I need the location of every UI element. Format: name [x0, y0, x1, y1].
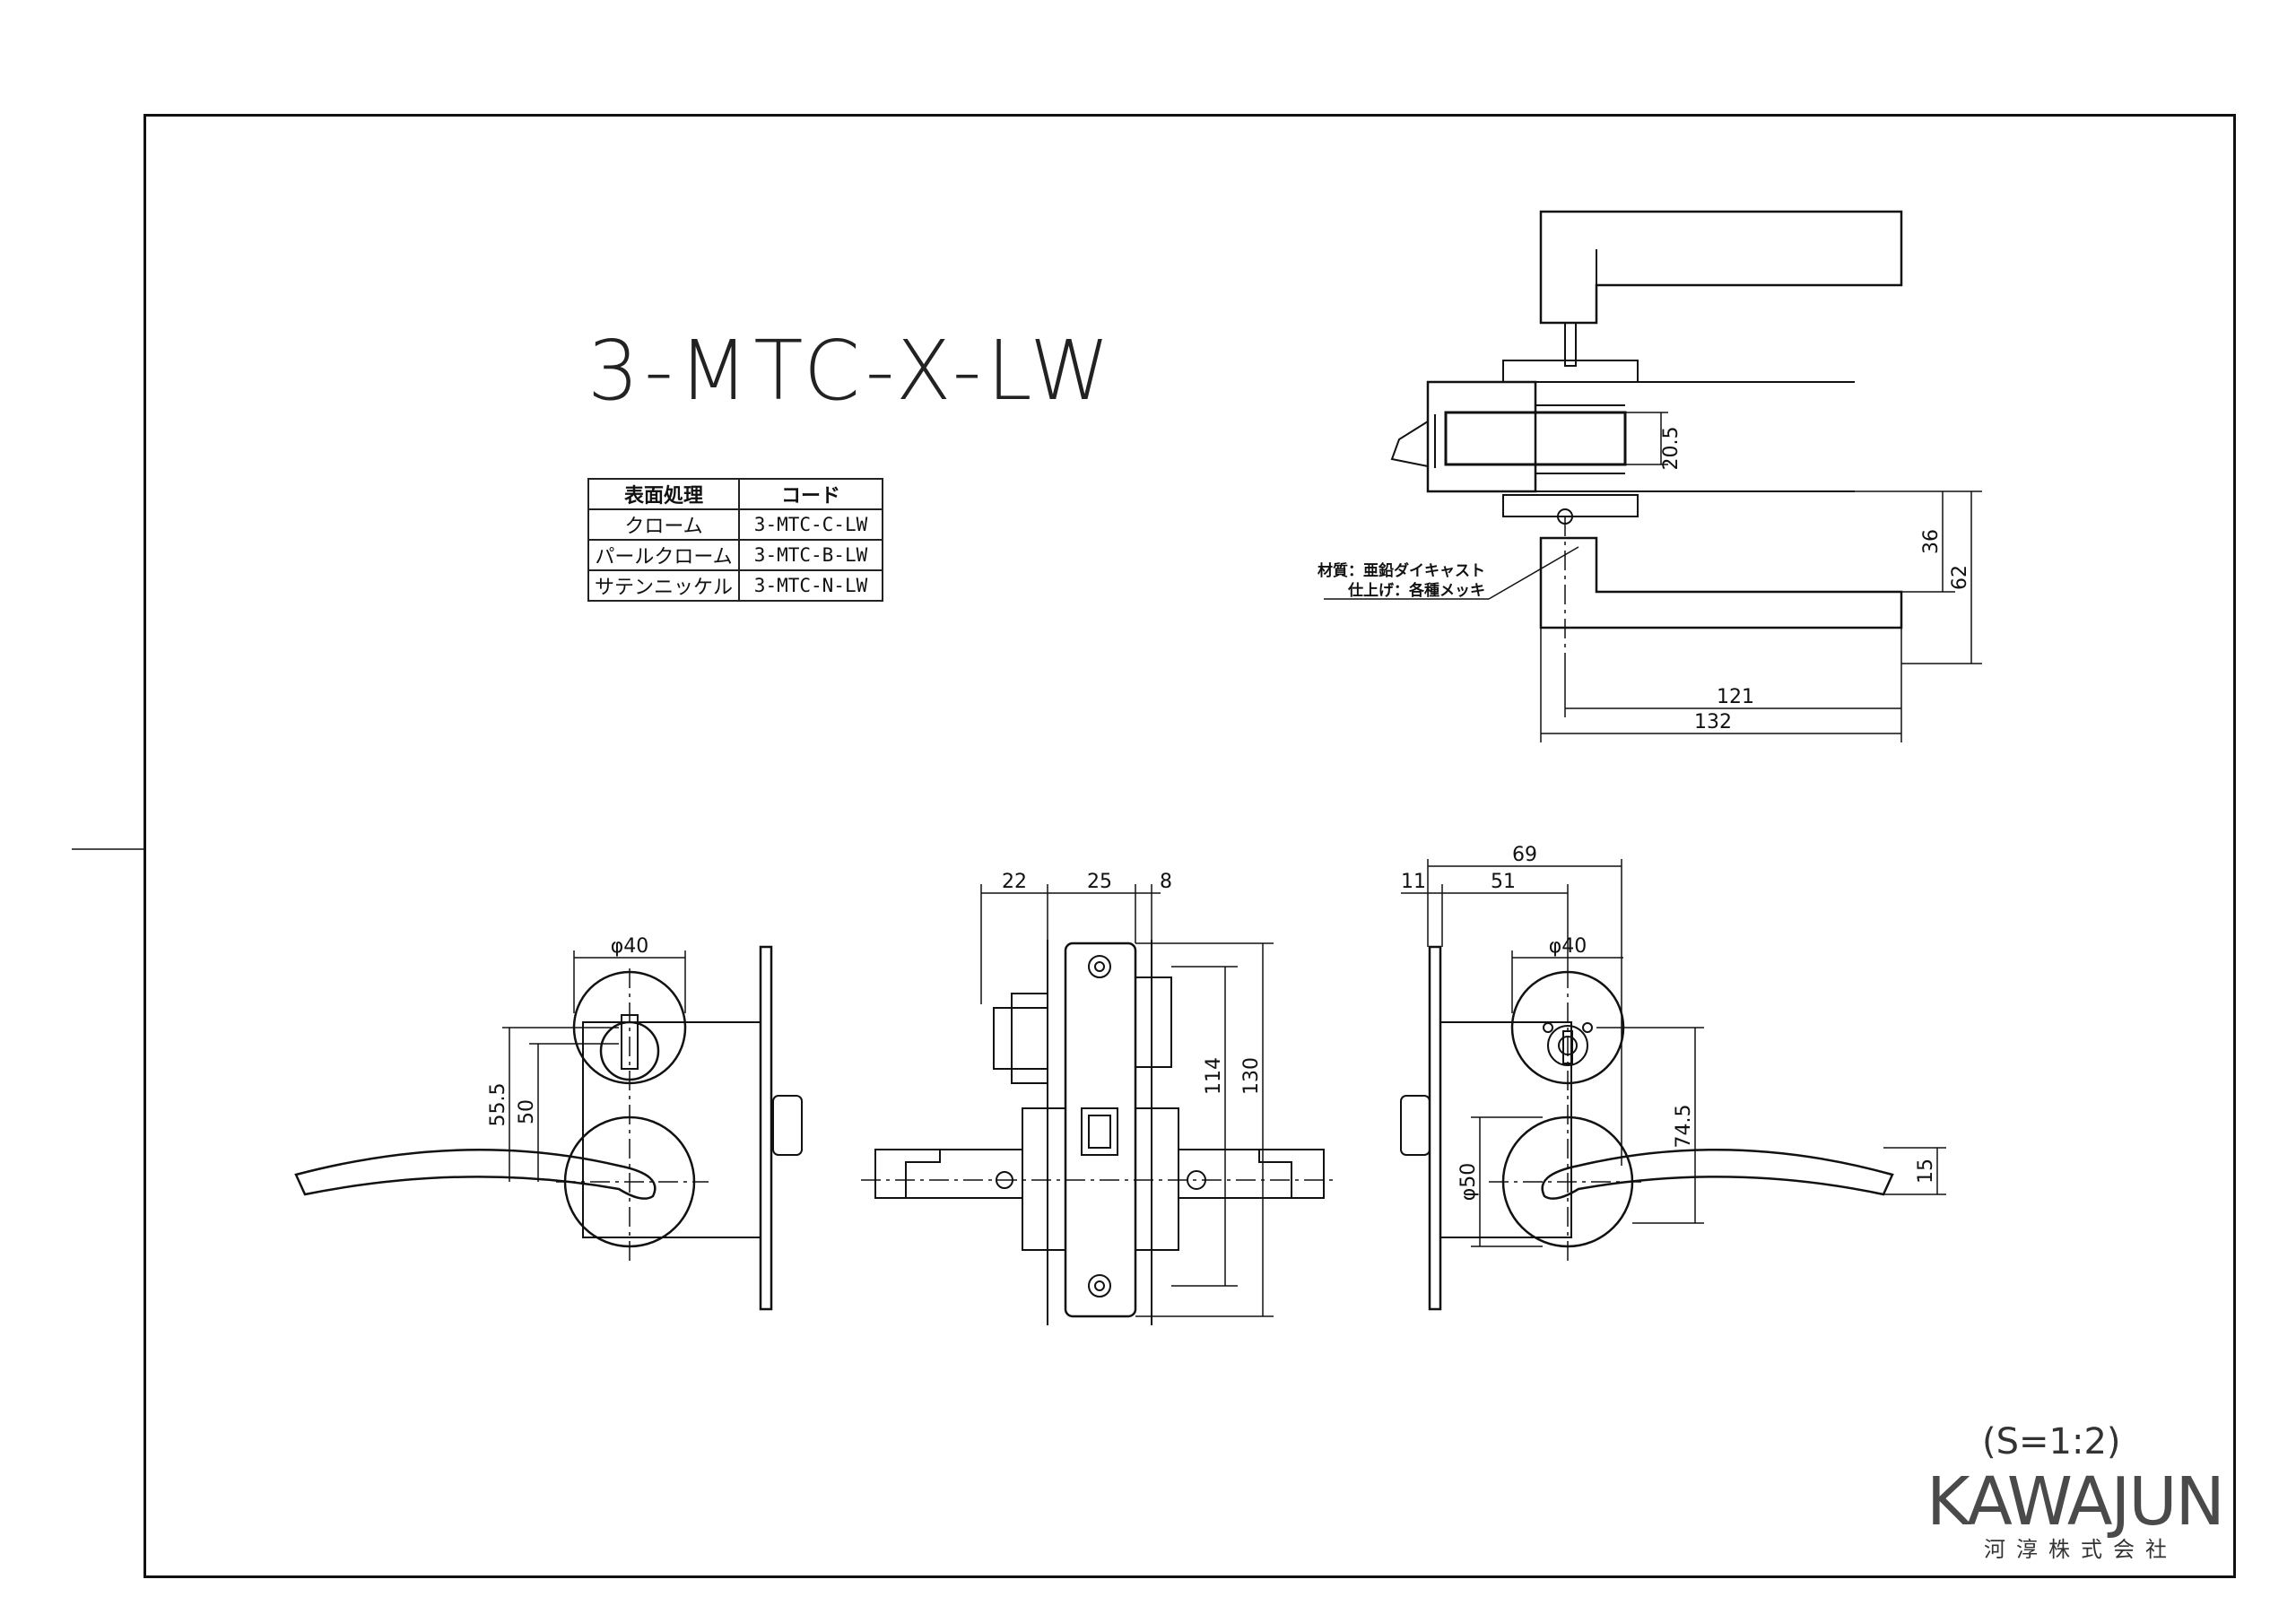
- spindle: [1564, 322, 1577, 367]
- top-view: 20.5 36 62 121 132 材質：亜鉛ダイキャスト 仕上げ：各種メッキ: [1318, 210, 1982, 742]
- lever-left-end: [875, 1149, 941, 1198]
- finish-table: 表面処理 コード クローム 3-MTC-C-LW パールクローム 3-MTC-B…: [587, 478, 884, 602]
- finish-name: クローム: [587, 508, 741, 541]
- faceplate: [1428, 945, 1442, 1311]
- latch: [1400, 1095, 1431, 1156]
- upper-rosette: [1502, 360, 1639, 383]
- latch-plate: [1426, 380, 1537, 493]
- dim-label: 114: [1203, 1057, 1225, 1095]
- model-title: 3-MTC-X-LW: [587, 323, 1116, 419]
- brand-logo: KAWAJUN: [1926, 1463, 2225, 1541]
- rosette-right: [1135, 1107, 1179, 1251]
- rose-screw: [1543, 1022, 1553, 1033]
- lock-case: [1444, 411, 1627, 466]
- center-view: 22 25 8 114 130: [861, 871, 1336, 1325]
- lower-lever: [1539, 536, 1903, 629]
- dim-label: φ50: [1457, 1163, 1480, 1202]
- thumbturn-base: [1011, 993, 1048, 1084]
- finish-code: 3-MTC-N-LW: [738, 569, 884, 602]
- dim-label: 15: [1915, 1159, 1937, 1184]
- finish-header-code: コード: [738, 478, 884, 510]
- lever-right: [1178, 1149, 1325, 1199]
- thumbturn: [993, 1007, 1048, 1070]
- rosette-left: [1022, 1107, 1066, 1251]
- finish-name: サテンニッケル: [587, 569, 741, 602]
- cylinder-base: [1135, 976, 1172, 1068]
- left-view: φ40 55.5 50: [294, 935, 803, 1311]
- lever-left: [874, 1149, 1023, 1199]
- scale-label: (S=1:2): [1982, 1421, 2121, 1462]
- dim-label: φ40: [1549, 935, 1587, 958]
- finish-header-surface: 表面処理: [587, 478, 741, 510]
- faceplate: [759, 945, 773, 1311]
- dim-label: 51: [1491, 871, 1516, 893]
- dim-label: 25: [1087, 871, 1112, 893]
- faceplate-screw-inner: [1094, 1280, 1105, 1291]
- dim-label: 69: [1512, 844, 1537, 866]
- rose-screw: [1582, 1022, 1593, 1033]
- lever-handle: [294, 1148, 657, 1200]
- faceplate-screw: [1088, 1274, 1111, 1298]
- dim-label: 11: [1401, 871, 1426, 893]
- upper-lever: [1539, 210, 1903, 325]
- latch-window: [1081, 1107, 1118, 1156]
- dim-label: 74.5: [1673, 1105, 1695, 1149]
- finish-note: 仕上げ：各種メッキ: [1347, 581, 1485, 600]
- lever-right-end: [1258, 1149, 1324, 1198]
- table-row: パールクローム 3-MTC-B-LW: [587, 539, 884, 571]
- dim-label: 36: [1920, 529, 1943, 554]
- right-view: 69 11 51 φ40 74.5 φ50 15: [1400, 844, 1946, 1311]
- dim-label: φ40: [611, 935, 649, 958]
- dim-label: 132: [1694, 711, 1732, 733]
- dim-label: 62: [1949, 565, 1971, 590]
- dim-label: 50: [516, 1099, 538, 1124]
- finish-table-header: 表面処理 コード: [587, 478, 884, 510]
- drawing-frame: [144, 114, 2236, 1578]
- lever-handle: [1541, 1149, 1894, 1200]
- table-row: サテンニッケル 3-MTC-N-LW: [587, 569, 884, 602]
- lower-rosette: [1502, 494, 1639, 517]
- finish-code: 3-MTC-C-LW: [738, 508, 884, 541]
- brand-company-name: 河淳株式会社: [1984, 1537, 2178, 1562]
- dim-label: 20.5: [1660, 427, 1683, 471]
- faceplate: [1064, 942, 1137, 1318]
- faceplate-screw: [1088, 955, 1111, 978]
- latch-head: [1088, 1115, 1111, 1149]
- faceplate-screw-inner: [1094, 961, 1105, 972]
- latch-bolt: [1390, 421, 1429, 467]
- material-note: 材質：亜鉛ダイキャスト: [1318, 561, 1485, 580]
- dim-label: 55.5: [487, 1083, 509, 1127]
- lock-case: [1439, 1021, 1572, 1238]
- dim-label: 130: [1240, 1057, 1263, 1095]
- dim-label: 22: [1002, 871, 1027, 893]
- dim-label: 121: [1717, 686, 1754, 708]
- note-leader: [1488, 546, 1579, 600]
- latch: [772, 1095, 803, 1156]
- finish-code: 3-MTC-B-LW: [738, 539, 884, 571]
- dim-label: 8: [1160, 871, 1172, 893]
- lock-case: [582, 1021, 761, 1238]
- finish-name: パールクローム: [587, 539, 741, 571]
- table-row: クローム 3-MTC-C-LW: [587, 508, 884, 541]
